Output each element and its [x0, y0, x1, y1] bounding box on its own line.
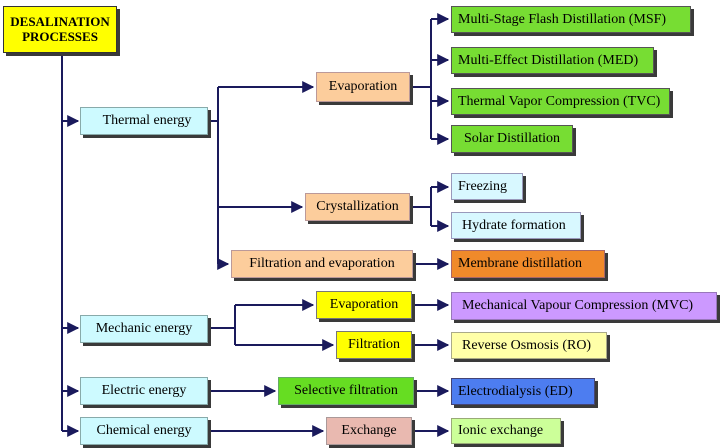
root-title-line1: DESALINATION	[10, 14, 110, 30]
mvc-box: Mechanical Vapour Compression (MVC)	[451, 292, 717, 320]
electric-energy-box: Electric energy	[80, 377, 208, 405]
ed-box: Electrodialysis (ED)	[451, 378, 595, 405]
filtration-evaporation-label: Filtration and evaporation	[249, 256, 395, 272]
crystallization-label: Crystallization	[316, 199, 399, 215]
solar-label: Solar Distillation	[464, 131, 561, 147]
ionic-box: Ionic exchange	[451, 418, 561, 444]
mechanic-energy-label: Mechanic energy	[95, 321, 193, 337]
hydrate-box: Hydrate formation	[451, 212, 581, 239]
med-box: Multi-Effect Distillation (MED)	[451, 47, 654, 74]
freezing-label: Freezing	[458, 178, 507, 194]
crystallization-box: Crystallization	[305, 193, 410, 221]
ro-box: Reverse Osmosis (RO)	[451, 332, 607, 359]
mechanic-energy-box: Mechanic energy	[80, 315, 208, 343]
mvc-label: Mechanical Vapour Compression (MVC)	[462, 298, 694, 314]
root-title-line2: PROCESSES	[22, 28, 98, 44]
filtration-label: Filtration	[347, 337, 401, 353]
tvc-label: Thermal Vapor Compression (TVC)	[458, 93, 661, 109]
ionic-label: Ionic exchange	[458, 423, 544, 439]
electric-energy-label: Electric energy	[101, 383, 187, 399]
tvc-box: Thermal Vapor Compression (TVC)	[451, 88, 670, 115]
evaporation-thermal-box: Evaporation	[316, 72, 410, 102]
msf-label: Multi-Stage Flash Distillation (MSF)	[458, 11, 667, 27]
filtration-box: Filtration	[336, 331, 412, 359]
evaporation-mechanic-label: Evaporation	[329, 297, 399, 313]
thermal-energy-label: Thermal energy	[102, 113, 192, 129]
solar-box: Solar Distillation	[451, 125, 573, 153]
med-label: Multi-Effect Distillation (MED)	[458, 52, 639, 68]
evaporation-thermal-label: Evaporation	[328, 79, 398, 95]
selective-filtration-label: Selective filtration	[294, 383, 398, 399]
selective-filtration-box: Selective filtration	[278, 377, 414, 405]
exchange-box: Exchange	[326, 417, 412, 445]
msf-box: Multi-Stage Flash Distillation (MSF)	[451, 6, 691, 33]
chemical-energy-box: Chemical energy	[80, 417, 208, 445]
ro-label: Reverse Osmosis (RO)	[462, 337, 592, 353]
freezing-box: Freezing	[451, 173, 523, 200]
root-box: DESALINATION PROCESSES	[3, 6, 117, 53]
evaporation-mechanic-box: Evaporation	[316, 291, 412, 319]
membrane-box: Membrane distillation	[451, 250, 605, 278]
hydrate-label: Hydrate formation	[462, 217, 566, 233]
membrane-label: Membrane distillation	[458, 256, 583, 272]
ed-label: Electrodialysis (ED)	[458, 383, 573, 399]
filtration-evaporation-box: Filtration and evaporation	[231, 250, 413, 278]
chemical-energy-label: Chemical energy	[96, 423, 192, 439]
exchange-label: Exchange	[341, 423, 397, 439]
thermal-energy-box: Thermal energy	[80, 107, 208, 135]
